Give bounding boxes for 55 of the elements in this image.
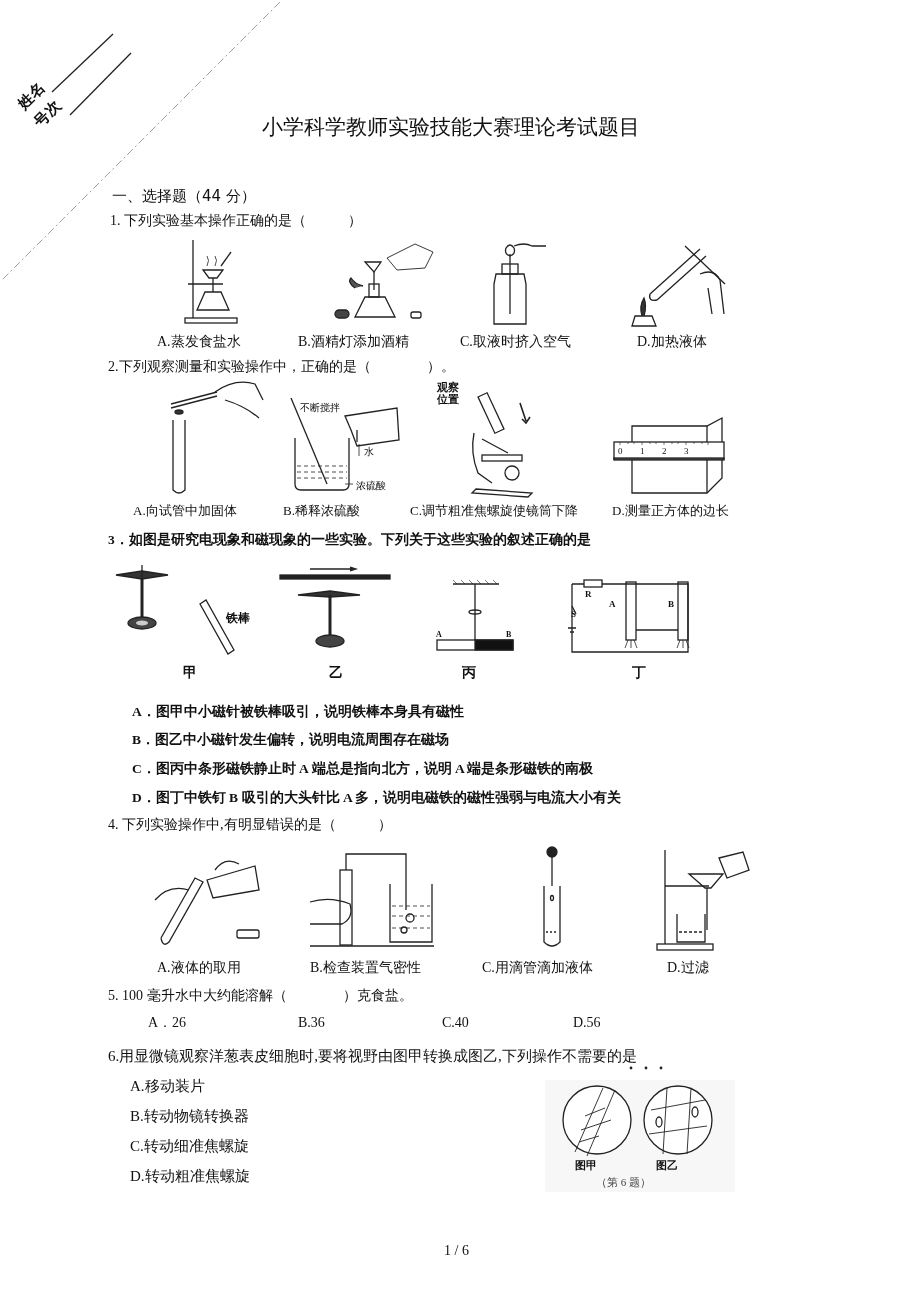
caption-text: A.蒸发食盐水 bbox=[157, 333, 241, 351]
caption-text: D.加热液体 bbox=[637, 333, 707, 351]
question-text: 2.下列观察测量和实验操作中，正确的是（ ）。 bbox=[108, 358, 455, 376]
caption-text: C.取液时挤入空气 bbox=[460, 333, 571, 351]
figure-label: 铁棒 bbox=[226, 610, 250, 627]
caption-text: D.过滤 bbox=[667, 959, 709, 977]
option-text: C.转动细准焦螺旋 bbox=[130, 1137, 249, 1155]
figure-label: A bbox=[609, 599, 616, 609]
option-text: A.移动装片 bbox=[130, 1077, 205, 1095]
option-text: D．图丁中铁钉 B 吸引的大头针比 A 多，说明电磁铁的磁性强弱与电流大小有关 bbox=[132, 789, 622, 807]
figure-label: A bbox=[436, 630, 442, 639]
caption-text: A.液体的取用 bbox=[157, 959, 241, 977]
page-number: 1 / 6 bbox=[444, 1242, 469, 1260]
option-text: A．26 bbox=[148, 1014, 187, 1032]
figure-label: 乙 bbox=[329, 664, 343, 682]
figure-label: 2 bbox=[662, 446, 667, 456]
caption-text: C.用滴管滴加液体 bbox=[482, 959, 593, 977]
option-text: A．图甲中小磁针被铁棒吸引，说明铁棒本身具有磁性 bbox=[132, 703, 464, 721]
figure-label: 3 bbox=[684, 446, 689, 456]
figure-label: B bbox=[668, 599, 674, 609]
figure-label: B bbox=[506, 630, 512, 639]
question-text: 3．如图是研究电现象和磁现象的一些实验。下列关于这些实验的叙述正确的是 bbox=[108, 531, 591, 549]
figure-label: S bbox=[571, 609, 576, 619]
figure-label: 观察位置 bbox=[437, 381, 460, 405]
figure-label: 丙 bbox=[462, 664, 476, 682]
figure-label: 图乙 bbox=[656, 1158, 678, 1173]
figure-label: R bbox=[585, 589, 592, 599]
option-text: B.转动物镜转换器 bbox=[130, 1107, 249, 1125]
figure-label: 丁 bbox=[632, 664, 646, 682]
question-text: 6.用显微镜观察洋葱表皮细胞时,要将视野由图甲转换成图乙,下列操作不需要的是 bbox=[108, 1047, 637, 1065]
caption-text: A.向试管中加固体 bbox=[133, 502, 237, 520]
caption-text: B.稀释浓硫酸 bbox=[283, 502, 360, 520]
caption-text: D.测量正方体的边长 bbox=[612, 502, 729, 520]
figure-label: （第 6 题） bbox=[596, 1175, 651, 1190]
figure-label: 水 bbox=[364, 446, 374, 457]
figure-label: 不断搅拌 bbox=[300, 402, 340, 413]
figure-label: 图甲 bbox=[575, 1158, 597, 1173]
exam-title: 小学科学教师实验技能大赛理论考试题目 bbox=[262, 114, 640, 141]
figure-label: 0 bbox=[618, 446, 623, 456]
figure-label: 1 bbox=[640, 446, 645, 456]
figure-label: 浓硫酸 bbox=[356, 480, 386, 491]
figure-label: 甲 bbox=[183, 664, 197, 682]
question-text: 4. 下列实验操作中,有明显错误的是（ ） bbox=[108, 816, 392, 834]
option-text: D.56 bbox=[573, 1014, 601, 1032]
caption-text: B.检查装置气密性 bbox=[310, 959, 421, 977]
section-heading: 一、选择题（44 分） bbox=[112, 187, 256, 205]
caption-text: B.酒精灯添加酒精 bbox=[298, 333, 409, 351]
question-text: 5. 100 毫升水中大约能溶解（ ）克食盐。 bbox=[108, 987, 413, 1005]
caption-text: C.调节粗准焦螺旋使镜筒下降 bbox=[410, 502, 578, 520]
option-text: D.转动粗准焦螺旋 bbox=[130, 1167, 250, 1185]
option-text: C.40 bbox=[442, 1014, 469, 1032]
option-text: C．图丙中条形磁铁静止时 A 端总是指向北方，说明 A 端是条形磁铁的南极 bbox=[132, 760, 594, 778]
option-text: B．图乙中小磁针发生偏转，说明电流周围存在磁场 bbox=[132, 731, 449, 749]
question-text: 1. 下列实验基本操作正确的是（ ） bbox=[110, 212, 362, 230]
option-text: B.36 bbox=[298, 1014, 325, 1032]
